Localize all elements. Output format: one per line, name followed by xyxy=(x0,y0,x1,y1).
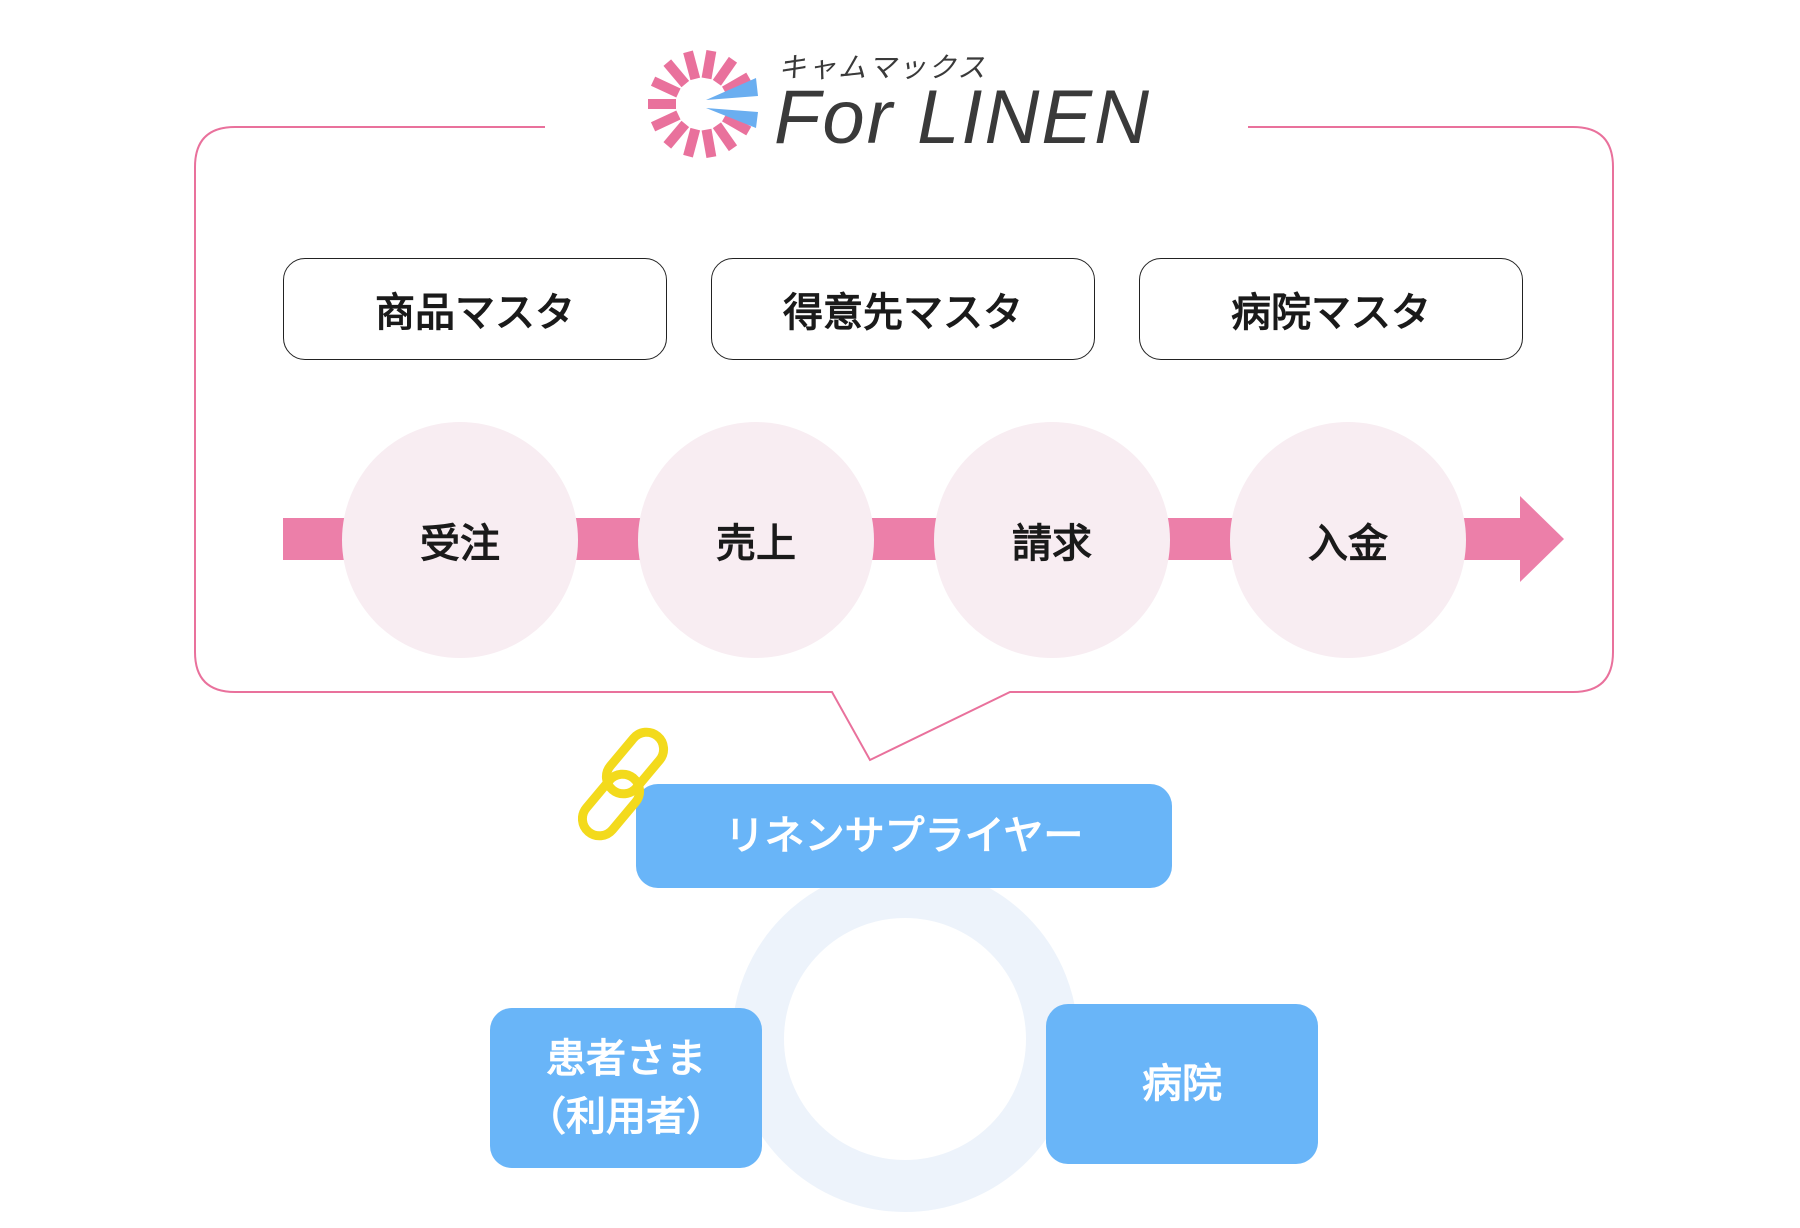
hospital-box: 病院 xyxy=(1046,1004,1318,1164)
customer-master-label: 得意先マスタ xyxy=(783,290,1023,336)
step-order-label: 受注 xyxy=(420,521,500,567)
step-order: 受注 xyxy=(342,422,578,658)
linen-supplier-box: リネンサプライヤー xyxy=(636,784,1172,888)
logo-ray xyxy=(683,127,701,158)
logo-ray xyxy=(650,110,681,132)
linen-supplier-label: リネンサプライヤー xyxy=(724,813,1084,859)
product-master-box: 商品マスタ xyxy=(283,258,667,360)
step-payment: 入金 xyxy=(1230,422,1466,658)
step-billing-label: 請求 xyxy=(1012,521,1092,567)
patient-label-line1: 患者さま xyxy=(546,1036,706,1082)
logo-ray xyxy=(722,112,752,136)
step-billing: 請求 xyxy=(934,422,1170,658)
product-master-label: 商品マスタ xyxy=(375,290,575,336)
relation-ring xyxy=(732,866,1078,1212)
logo-ray xyxy=(650,76,681,98)
logo-ray xyxy=(701,128,717,159)
product-logo: キャムマックス For LINEN xyxy=(640,40,1200,170)
logo-ray xyxy=(712,122,738,152)
flow-arrow-head xyxy=(1520,496,1564,582)
patient-label-line2: （利用者） xyxy=(526,1094,726,1140)
logo-accent xyxy=(706,78,758,128)
logo-name: For LINEN xyxy=(774,75,1151,160)
logo-ray xyxy=(722,72,752,96)
logo-ray xyxy=(712,56,738,86)
customer-master-box: 得意先マスタ xyxy=(711,258,1095,360)
sunburst-logo-icon xyxy=(648,49,758,159)
hospital-master-box: 病院マスタ xyxy=(1139,258,1523,360)
hospital-master-label: 病院マスタ xyxy=(1231,290,1431,336)
step-payment-label: 入金 xyxy=(1308,521,1388,567)
logo-ray xyxy=(663,120,690,149)
logo-subtitle: キャムマックス xyxy=(778,51,988,84)
patient-box: 患者さま （利用者） xyxy=(490,1008,762,1168)
hospital-label: 病院 xyxy=(1142,1061,1222,1107)
logo-ray xyxy=(683,50,701,81)
logo-ray xyxy=(701,49,717,80)
step-sales: 売上 xyxy=(638,422,874,658)
chain-link-icon xyxy=(578,727,669,841)
step-sales-label: 売上 xyxy=(716,521,796,567)
logo-ray xyxy=(663,59,690,88)
